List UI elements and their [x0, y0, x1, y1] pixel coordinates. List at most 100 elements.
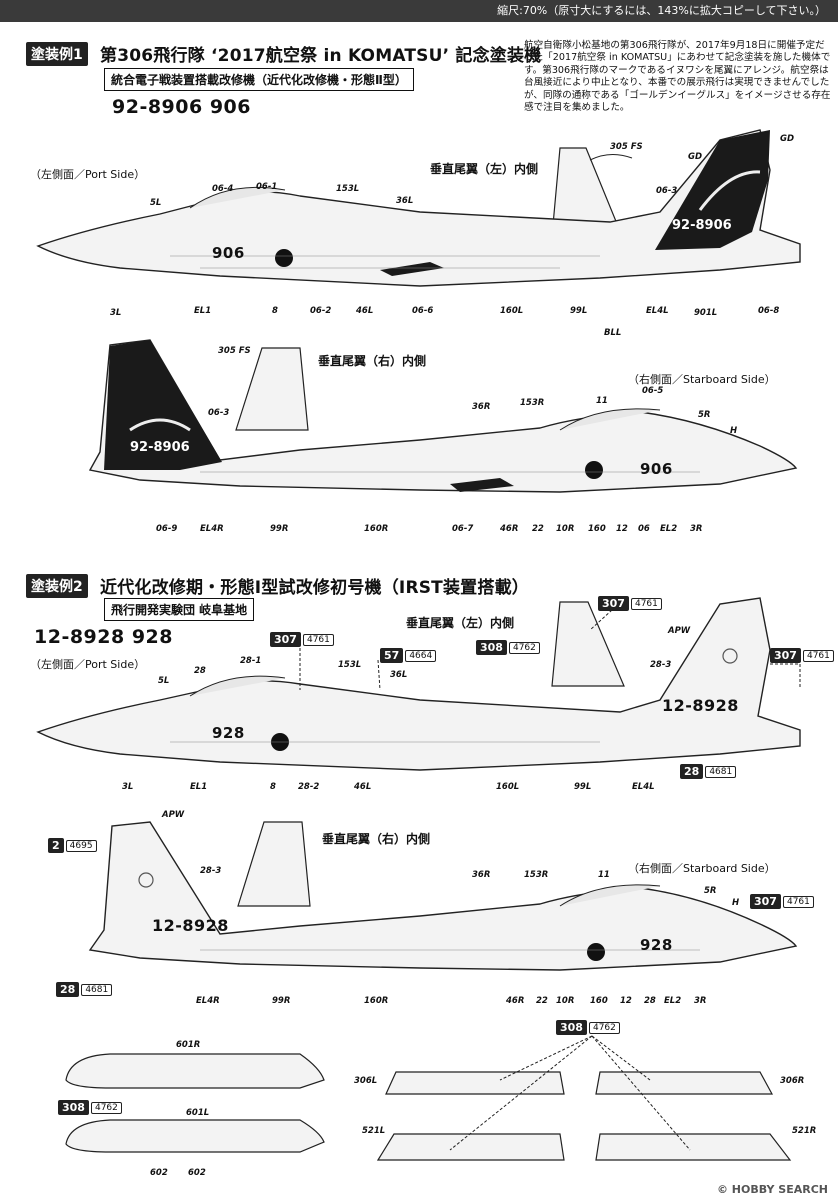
s2-cft-306l [385, 1071, 565, 1095]
s2-tail-left-inner [551, 601, 625, 687]
scheme1-subtitle: 統合電子戦装置搭載改修機（近代化改修機・形態Ⅱ型） [104, 68, 414, 91]
s1-port-label: BLL [604, 328, 622, 338]
s2-star-hinomaru [587, 943, 605, 961]
s1-star-label: 5R [698, 410, 711, 420]
tank-label: 602 [150, 1168, 168, 1178]
scheme2-port-caption: （左側面／Port Side） [30, 658, 146, 671]
s1-star-label: EL4R [200, 524, 224, 534]
s2-star-label: 99R [272, 996, 291, 1006]
s2-star-label: 11 [598, 870, 610, 880]
s2-port-label: APW [668, 626, 691, 636]
s2-port-label: EL1 [190, 782, 208, 792]
s1-star-label: 153R [520, 398, 545, 408]
s2-port-label: 160L [496, 782, 520, 792]
s2-star-label: 160R [364, 996, 389, 1006]
s1-port-label: GD [780, 134, 795, 144]
s1-port-label: 06-8 [758, 306, 780, 316]
s1-port-fuselage [36, 129, 801, 287]
s1-star-label: 22 [532, 524, 544, 534]
s2-star-label: 12 [620, 996, 632, 1006]
s2-star-label: APW [162, 810, 185, 820]
s2-star-label: 153R [524, 870, 549, 880]
s2-cft-306r [595, 1071, 774, 1095]
scheme1-title: 第306飛行隊 ‘2017航空祭 in KOMATSU’ 記念塗装機 [100, 46, 542, 66]
s1-port-label: 901L [694, 308, 718, 318]
s1-port-nose-number: 906 [212, 244, 245, 262]
s2-star-label: 22 [536, 996, 548, 1006]
s2-star-fuselage [88, 821, 798, 971]
s2-port-label: 5L [158, 676, 170, 686]
s1-port-label: 06-4 [212, 184, 234, 194]
s1-star-label: 46R [500, 524, 519, 534]
s2-port-label: 46L [354, 782, 372, 792]
tank-label: 601R [176, 1040, 201, 1050]
s1-star-label: 160 [588, 524, 606, 534]
scheme1-tail-left-caption: 垂直尾翼（左）内側 [430, 162, 539, 176]
tank-label: 602 [188, 1168, 206, 1178]
scheme2-starboard-caption: （右側面／Starboard Side） [628, 862, 776, 875]
s2-port-label: EL4L [632, 782, 655, 792]
s1-star-label: 305 FS [218, 346, 251, 356]
s1-port-label: 36L [396, 196, 414, 206]
s2-star-label: 3R [694, 996, 707, 1006]
s2-port-label: 8 [270, 782, 276, 792]
s1-port-label: 99L [570, 306, 588, 316]
tank-label: 306R [780, 1076, 805, 1086]
scale-note: 縮尺:70%（原寸大にするには、143%に拡大コピーして下さい。） [0, 0, 838, 22]
scheme2-tail-right-caption: 垂直尾翼（右）内側 [322, 832, 431, 846]
s2-port-label: 99L [574, 782, 592, 792]
s2-port-label: 3L [122, 782, 134, 792]
s1-port-label: 06-2 [310, 306, 332, 316]
s1-port-label: 06-6 [412, 306, 434, 316]
s1-star-label: 06-3 [208, 408, 230, 418]
s2-star-label: EL2 [664, 996, 682, 1006]
s1-star-tail-serial: 92-8906 [130, 440, 190, 455]
s2-port-nose-number: 928 [212, 724, 245, 742]
s2-port-label: 36L [390, 670, 408, 680]
s1-port-label: GD [688, 152, 703, 162]
s1-port-label: 8 [272, 306, 278, 316]
s2-cft-521r [595, 1133, 792, 1161]
s1-port-hinomaru [275, 249, 293, 267]
scheme1-description: 航空自衛隊小松基地の第306飛行隊が、2017年9月18日に開催予定だった「20… [524, 40, 831, 114]
scheme1-port-caption: （左側面／Port Side） [30, 168, 146, 181]
s2-tail-right-inner [237, 821, 311, 907]
s1-star-hinomaru [585, 461, 603, 479]
s1-star-label: 10R [556, 524, 575, 534]
scheme1-serial: 92-8906 906 [112, 96, 251, 118]
s2-star-label: 10R [556, 996, 575, 1006]
scheme2-serial: 12-8928 928 [34, 626, 173, 648]
s2-star-label: 46R [506, 996, 525, 1006]
s2-star-label: H [732, 898, 740, 908]
s1-star-label: 06-9 [156, 524, 178, 534]
s1-port-label: 3L [110, 308, 122, 318]
s1-star-label: 06 [638, 524, 650, 534]
s2-star-label: 28 [644, 996, 656, 1006]
s2-port-tail-serial: 12-8928 [662, 696, 739, 715]
s1-star-label: 11 [596, 396, 608, 406]
s1-star-label: 12 [616, 524, 628, 534]
scheme1-tail-right-caption: 垂直尾翼（右）内側 [318, 354, 427, 368]
s2-cft-521l [376, 1133, 565, 1161]
s1-port-label: 06-1 [256, 182, 278, 192]
s2-star-label: 36R [472, 870, 491, 880]
s1-port-label: 06-3 [656, 186, 678, 196]
tank-label: 601L [186, 1108, 210, 1118]
tank-label: 306L [354, 1076, 378, 1086]
s2-star-nose-number: 928 [640, 936, 673, 954]
s1-star-label: 36R [472, 402, 491, 412]
scheme2-subtitle: 飛行開発実験団 岐阜基地 [104, 598, 255, 621]
s1-star-fuselage [88, 339, 798, 493]
s2-tank-right [65, 1053, 325, 1089]
s1-star-label: 99R [270, 524, 289, 534]
s1-star-label: 160R [364, 524, 389, 534]
s2-star-label: 5R [704, 886, 717, 896]
